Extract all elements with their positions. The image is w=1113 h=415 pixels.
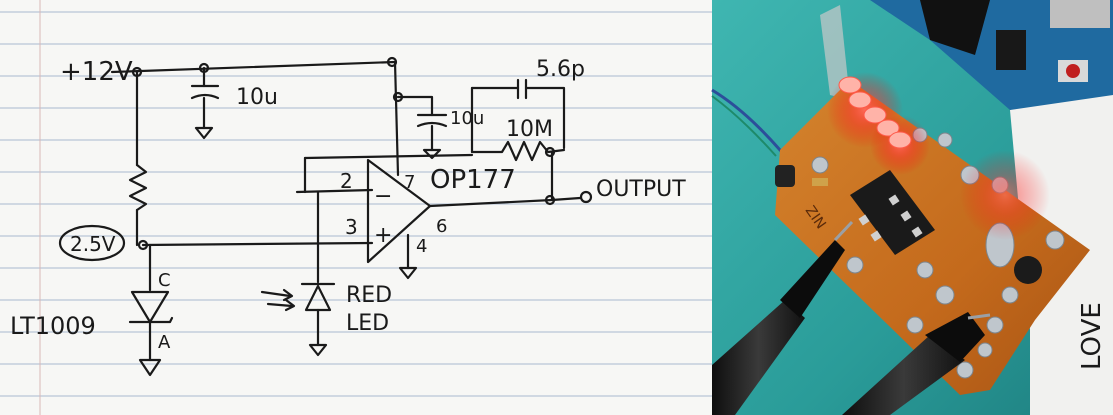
pin6-label: 6	[436, 216, 447, 237]
pin7-label: 7	[404, 172, 415, 193]
resistor-label: 10M	[506, 117, 553, 142]
reset-button	[1066, 64, 1080, 78]
schematic-panel: +12V 10u 10u 5.6p 10M OP177 2 3 4 6 7 − …	[0, 0, 712, 415]
minus-sign: −	[374, 184, 392, 209]
opamp-label: OP177	[430, 165, 516, 195]
sensor-label-1: RED	[346, 283, 392, 308]
ref-pin-c: C	[158, 270, 171, 291]
probe-right	[842, 312, 991, 415]
green-wire	[711, 95, 777, 157]
led-glow-3	[960, 150, 1050, 240]
output-label: OUTPUT	[596, 177, 686, 202]
pcb-board	[775, 80, 1090, 395]
cap2-label: 10u	[450, 108, 484, 129]
ref-voltage-label: 2.5V	[70, 232, 116, 256]
resistor-body	[812, 178, 828, 186]
header-block	[996, 30, 1026, 70]
schematic-labels: +12V 10u 10u 5.6p 10M OP177 2 3 4 6 7 − …	[10, 57, 686, 353]
supply-label: +12V	[60, 57, 133, 87]
opamp-ic	[850, 170, 935, 255]
pin4-label: 4	[416, 236, 427, 257]
plus-sign: +	[374, 223, 392, 248]
usb-connector	[1050, 0, 1110, 28]
schematic-wires	[58, 56, 593, 377]
card-text: LOVE	[1077, 302, 1107, 370]
probe-left	[712, 220, 854, 415]
pin3-label: 3	[345, 215, 358, 239]
dc-jack	[920, 0, 990, 55]
led-stack	[838, 76, 912, 149]
ruled-lines	[0, 11, 712, 397]
voltage-reference	[1014, 256, 1042, 284]
electrolytic-cap	[775, 165, 795, 187]
cap3-label: 5.6p	[536, 57, 585, 82]
wire-lead	[820, 5, 850, 100]
ref-part-label: LT1009	[10, 312, 96, 340]
sensor-label-2: LED	[346, 311, 389, 336]
photo-panel: LOVE ZIN	[711, 0, 1113, 415]
cap1-label: 10u	[236, 85, 278, 110]
pin2-label: 2	[340, 169, 353, 193]
ref-pin-a: A	[158, 332, 171, 353]
notebook-paper	[0, 0, 712, 415]
